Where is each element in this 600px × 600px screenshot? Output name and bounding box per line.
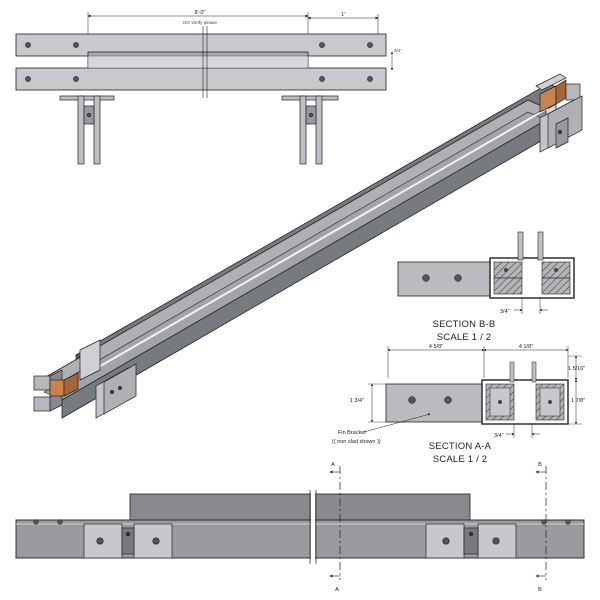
iso-right-fin-brackets: [539, 95, 583, 153]
bottom-right-brackets: [425, 523, 517, 559]
top-dim-thickness: 3/4": [394, 48, 402, 53]
section-bb-title: SECTION B-B: [433, 319, 496, 330]
iso-left-end: [33, 369, 79, 412]
bottom-left-brackets: [83, 523, 173, 559]
bottom-view: A A B B: [15, 462, 585, 593]
isometric-view: [33, 73, 583, 419]
top-dim-overall: 8'-0": [195, 10, 206, 16]
iso-left-fin-brackets: [79, 339, 137, 419]
section-aa-title: SECTION A-A: [429, 441, 492, 452]
top-lower-bar: [15, 67, 387, 91]
top-dim-note: DO Verify please: [183, 20, 217, 25]
marker-a-top: A: [331, 462, 335, 468]
marker-b-top: B: [538, 462, 542, 468]
aa-dim-left: 4 5/8": [429, 344, 443, 350]
top-right-fins: [281, 95, 339, 165]
aa-dim-gap: 3/4": [494, 433, 504, 439]
marker-a-bottom: A: [335, 587, 339, 593]
bb-dim-gap: 3/4": [500, 309, 510, 315]
aa-dim-height-right: 1 7/8": [571, 398, 585, 404]
section-bb: 3/4" SECTION B-B SCALE 1 / 2: [397, 231, 575, 343]
aa-dim-height-left: 1 3/4": [350, 398, 364, 404]
section-aa-scale: SCALE 1 / 2: [433, 454, 487, 465]
marker-b-bottom: B: [538, 587, 542, 593]
aa-dim-right: 4 1/8": [519, 344, 533, 350]
aa-dim-height-right-top: 1 5/16": [568, 366, 585, 372]
aa-callout-note: (( non clad shown )): [332, 439, 381, 445]
section-aa: 4 5/8" 4 1/8" 1 3/4" 1 5/16" 1 7/8" 3/4": [332, 344, 585, 465]
top-view: 8'-0" DO Verify please 1' 3/4": [15, 10, 402, 165]
top-dim-right: 1': [341, 12, 345, 18]
aa-callout: Fin Bracket: [338, 430, 366, 436]
section-bb-scale: SCALE 1 / 2: [437, 332, 491, 343]
top-left-fins: [59, 95, 115, 165]
